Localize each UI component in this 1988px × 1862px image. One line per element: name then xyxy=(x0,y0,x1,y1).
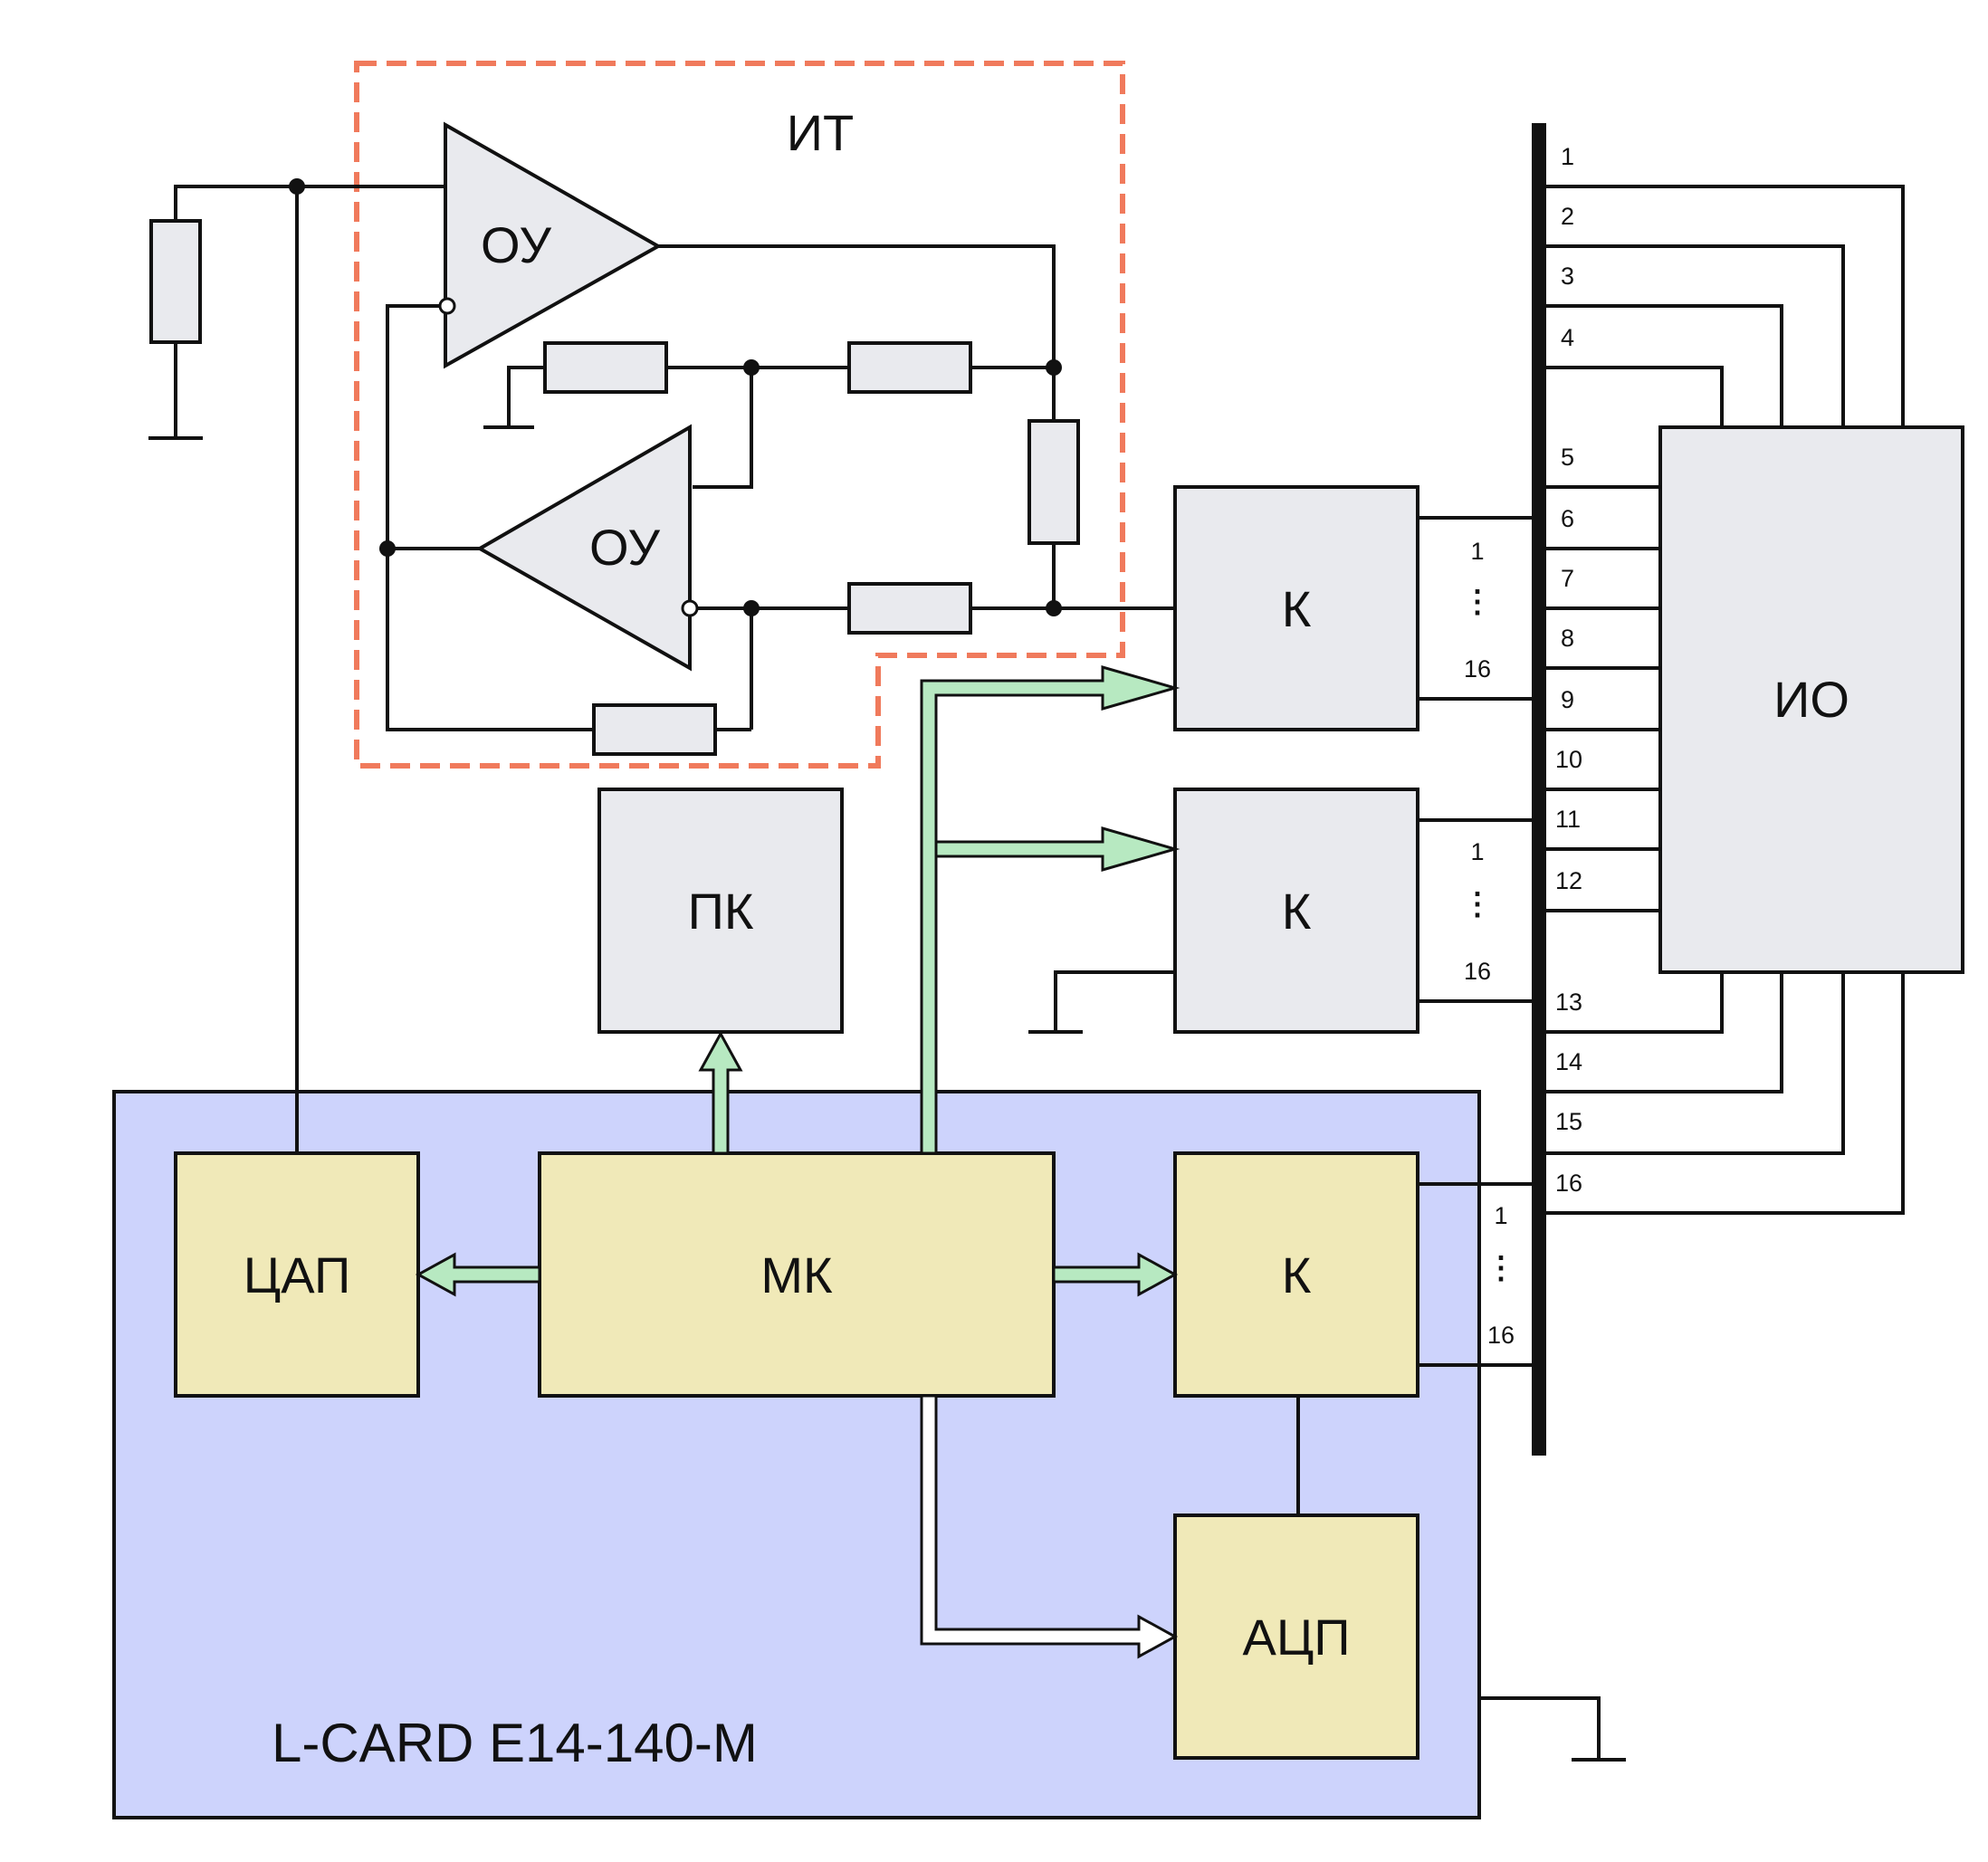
resistor-external xyxy=(149,219,202,344)
wiring xyxy=(148,185,1905,1762)
bus-pin-2: 2 xyxy=(1561,203,1574,230)
arrow-mk-to-k2 xyxy=(934,826,1180,872)
bus-pin-1: 1 xyxy=(1561,143,1574,170)
switch-k3-label: К xyxy=(1282,1246,1312,1303)
signal-bus xyxy=(1532,123,1546,1456)
pc-label: ПК xyxy=(688,883,754,940)
bus-pin-3: 3 xyxy=(1561,263,1574,290)
bus-pin-9: 9 xyxy=(1561,686,1574,713)
bus-pin-10: 10 xyxy=(1555,746,1582,773)
inverting-input-mark xyxy=(438,297,456,315)
switch-k2 xyxy=(1173,788,1419,1034)
opamp-bottom xyxy=(475,424,692,672)
switch-pin-labels: 1 ⋮ 16 1 ⋮ 16 1 ⋮ 16 xyxy=(1462,538,1516,1349)
it-label: ИТ xyxy=(787,104,854,161)
opamp-top-label: ОУ xyxy=(481,216,551,273)
bus-pin-12: 12 xyxy=(1555,867,1582,894)
k2-pin-dots: ⋮ xyxy=(1462,887,1493,921)
k3-pin-first: 1 xyxy=(1494,1202,1507,1229)
bus-arrows xyxy=(415,665,1180,1659)
io-label: ИО xyxy=(1773,671,1849,728)
arrow-mk-to-adc-body xyxy=(920,1394,1179,1659)
resistor-ground xyxy=(543,341,668,394)
bus-pin-15: 15 xyxy=(1555,1108,1582,1135)
k1-pin-first: 1 xyxy=(1470,538,1484,565)
dac-label: ЦАП xyxy=(244,1246,350,1303)
k1-pin-dots: ⋮ xyxy=(1462,585,1493,619)
resistor-top-feedback xyxy=(847,341,972,394)
dac-block xyxy=(174,1151,420,1398)
opamp-top xyxy=(444,121,663,369)
mk-block xyxy=(538,1151,1056,1398)
bus-pin-4: 4 xyxy=(1561,324,1574,351)
junction-dots xyxy=(289,178,1062,616)
bus-pin-5: 5 xyxy=(1561,444,1574,471)
adc-block xyxy=(1173,1513,1419,1760)
adc-label: АЦП xyxy=(1242,1609,1350,1666)
bus-pin-11: 11 xyxy=(1555,806,1581,833)
resistor-vertical xyxy=(1027,419,1080,545)
resistor-output xyxy=(847,582,972,635)
arrow-mk-to-dac xyxy=(415,1252,541,1297)
bus-pin-7: 7 xyxy=(1561,565,1574,592)
bus-pin-6: 6 xyxy=(1561,505,1574,532)
pc-block xyxy=(597,788,844,1034)
io-block xyxy=(1658,425,1964,974)
switch-k1-label: К xyxy=(1282,580,1312,637)
switch-k1 xyxy=(1173,485,1419,731)
it-boundary xyxy=(354,61,1125,769)
arrow-mk-to-k1 xyxy=(920,665,1180,1155)
opamp-bottom-label: ОУ xyxy=(589,519,660,576)
switch-k3 xyxy=(1173,1151,1419,1398)
arrow-mk-to-k3 xyxy=(1052,1252,1179,1297)
bus-pin-16: 16 xyxy=(1555,1170,1582,1197)
k2-pin-first: 1 xyxy=(1470,838,1484,865)
mk-label: МК xyxy=(760,1246,833,1303)
bus-pin-14: 14 xyxy=(1555,1048,1582,1075)
k3-pin-last: 16 xyxy=(1487,1322,1515,1349)
k1-pin-last: 16 xyxy=(1464,655,1491,683)
switch-k2-label: К xyxy=(1282,883,1312,940)
inverting-output-mark xyxy=(681,599,699,617)
resistor-bottom-feedback xyxy=(592,703,717,756)
bus-pin-8: 8 xyxy=(1561,625,1574,652)
board-label: L-CARD E14-140-M xyxy=(272,1713,758,1773)
k2-pin-last: 16 xyxy=(1464,958,1491,985)
bus-pin-13: 13 xyxy=(1555,988,1582,1016)
bus-pin-labels: 1 2 3 4 5 6 7 8 9 10 11 12 13 14 15 16 xyxy=(1555,143,1582,1197)
k3-pin-dots: ⋮ xyxy=(1486,1251,1516,1285)
arrow-mk-to-pc xyxy=(698,1030,743,1155)
